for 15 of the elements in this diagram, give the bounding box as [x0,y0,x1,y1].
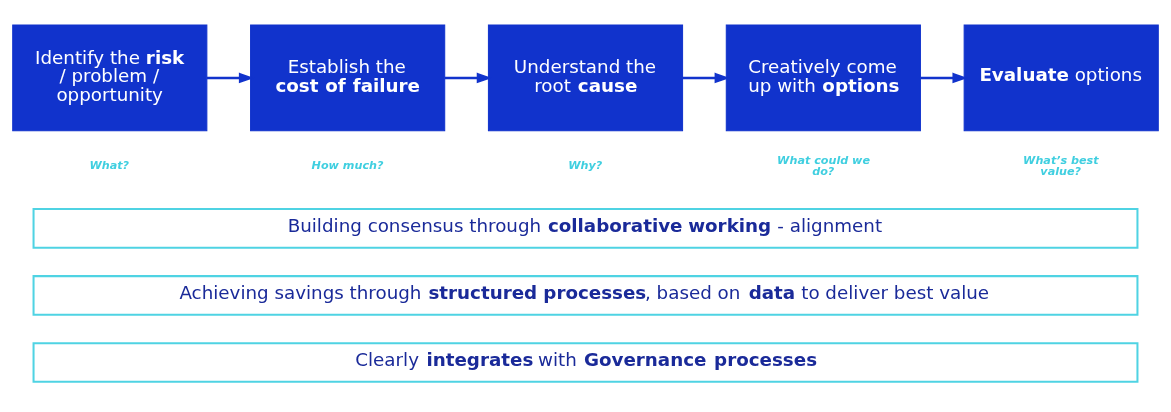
arrow [682,72,730,84]
arrow [920,72,968,84]
node-box: Evaluate options [963,24,1159,132]
node-label: What? [89,159,130,173]
node-label: Why? [568,159,603,173]
node-label: What could we do? [777,154,871,179]
node-label: How much? [311,159,384,173]
node-box: Identify the risk / problem / opportunity [12,24,208,132]
node-box: Understand the root cause [487,24,684,132]
node-box: Creatively come up with options [725,24,921,132]
node-box: Building consensus through collaborative working - alignment [32,208,1139,249]
node-box: Establish the cost of failure [250,24,446,132]
node-box: Clearly integrates with Governance processes [32,342,1139,383]
node-label: What’s best value? [1023,154,1099,179]
node-box: Achieving savings through structured processes, based on data to deliver best value [32,275,1139,316]
